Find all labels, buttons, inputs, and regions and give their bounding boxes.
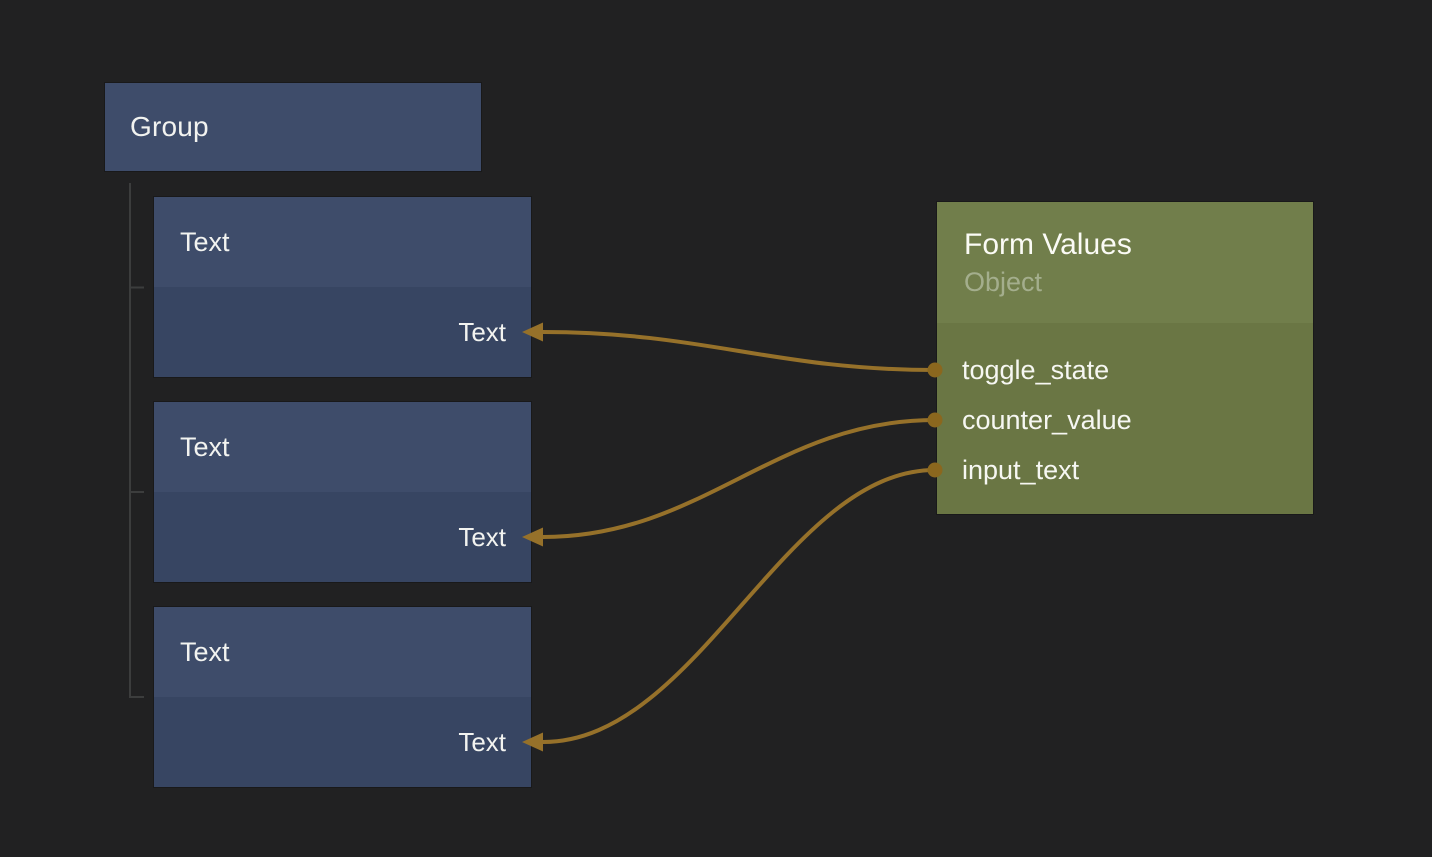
form-values-node[interactable]: Form Values Object toggle_state counter_… (937, 202, 1313, 514)
text-node-1-header[interactable]: Text (154, 197, 531, 287)
text-node-1-body[interactable]: Text (154, 287, 531, 377)
hierarchy-tree-lines (129, 183, 144, 698)
text-node-3-input-port-label: Text (458, 726, 506, 757)
text-node-2-body[interactable]: Text (154, 492, 531, 582)
text-node-3-body[interactable]: Text (154, 697, 531, 787)
text-node-2-header[interactable]: Text (154, 402, 531, 492)
connection-toggle-state-to-text-1[interactable] (522, 322, 943, 378)
text-node-2-title: Text (180, 431, 230, 462)
text-node-3[interactable]: Text Text (154, 607, 531, 787)
port-row-counter-value[interactable]: counter_value (937, 395, 1313, 445)
port-label-counter-value: counter_value (962, 404, 1132, 435)
text-node-2[interactable]: Text Text (154, 402, 531, 582)
text-node-3-title: Text (180, 636, 230, 667)
form-values-node-body[interactable]: toggle_state counter_value input_text (937, 323, 1313, 514)
wire-input-text[interactable] (541, 468, 937, 744)
port-label-toggle-state: toggle_state (962, 354, 1110, 385)
wire-counter-value[interactable] (541, 418, 937, 539)
text-node-1-title: Text (180, 226, 230, 257)
text-node-2-input-port-label: Text (458, 521, 506, 552)
port-row-toggle-state[interactable]: toggle_state (937, 345, 1313, 395)
connection-input-text-to-text-3[interactable] (522, 462, 943, 752)
connection-counter-value-to-text-2[interactable] (522, 412, 943, 547)
form-values-node-subtitle: Object (964, 267, 1043, 297)
port-row-input-text[interactable]: input_text (937, 445, 1313, 495)
tree-trunk-line (129, 183, 144, 698)
text-node-1[interactable]: Text Text (154, 197, 531, 377)
form-values-node-header[interactable]: Form Values Object (937, 202, 1313, 323)
group-node-title: Group (130, 111, 209, 142)
group-node[interactable]: Group (105, 83, 481, 171)
wire-toggle-state[interactable] (541, 330, 937, 372)
text-node-3-header[interactable]: Text (154, 607, 531, 697)
form-values-node-title: Form Values (964, 228, 1132, 261)
text-node-1-input-port-label: Text (458, 316, 506, 347)
port-label-input-text: input_text (962, 454, 1080, 485)
